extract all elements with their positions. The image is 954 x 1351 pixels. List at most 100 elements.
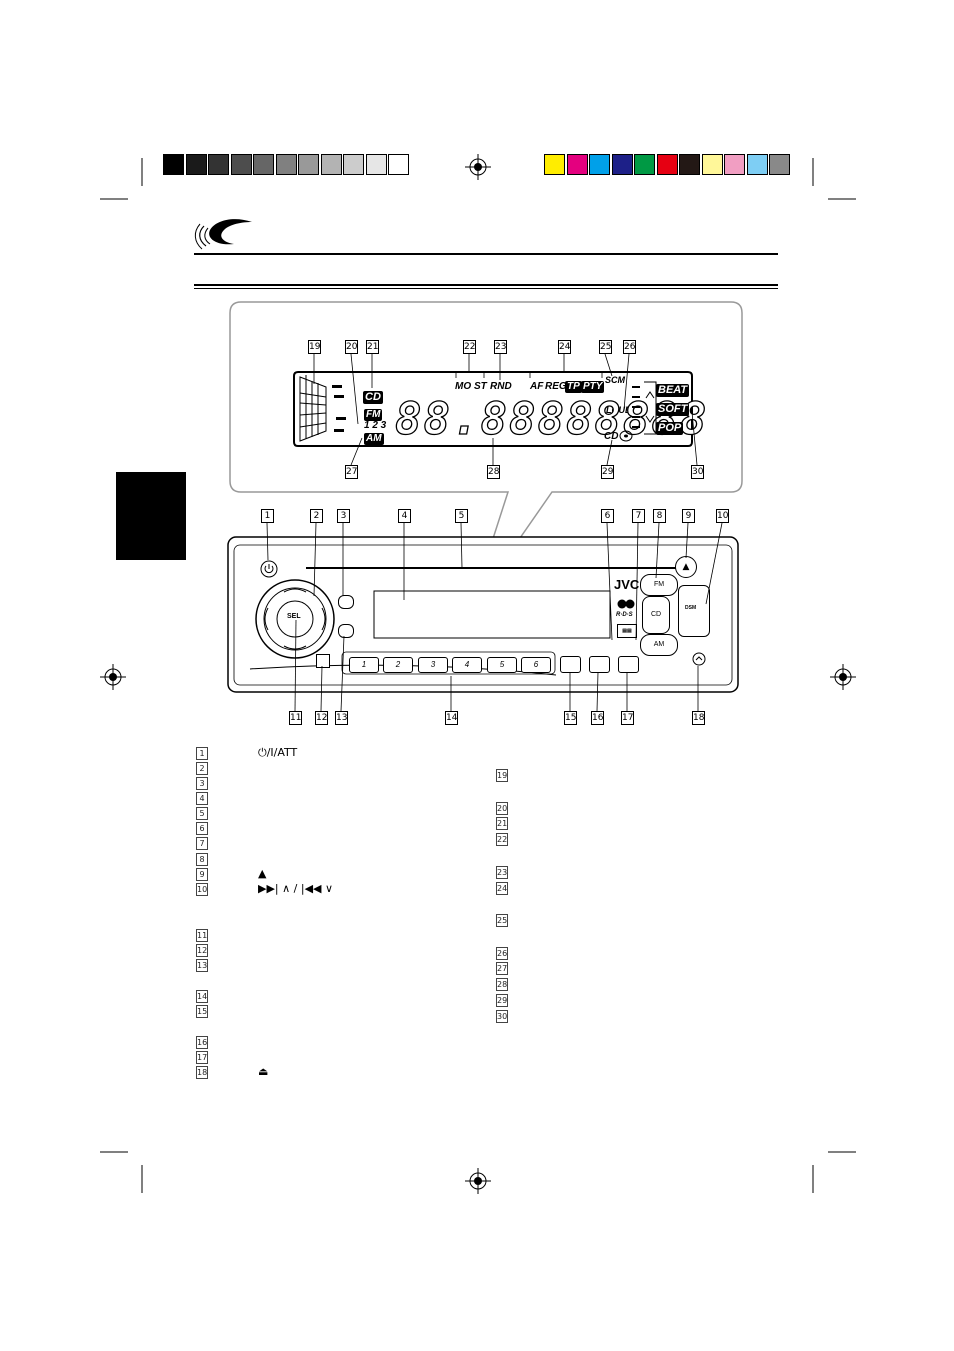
power-button[interactable] bbox=[259, 559, 279, 579]
legend-number: 3 bbox=[196, 777, 208, 790]
legend-symbol: ⏻/I/ATT bbox=[258, 746, 298, 759]
sel-label: SEL bbox=[287, 613, 301, 620]
registration-mark-icon bbox=[465, 1168, 491, 1194]
button-16[interactable] bbox=[589, 656, 610, 673]
header-double-rule-thin bbox=[194, 288, 778, 289]
legend-number: 19 bbox=[496, 769, 508, 782]
loudness-indicator: LOUD bbox=[606, 405, 632, 415]
preset-button-2[interactable]: 2 bbox=[383, 657, 413, 673]
color-swatch bbox=[724, 154, 745, 175]
registration-mark-icon bbox=[100, 664, 126, 690]
registration-mark-icon bbox=[830, 664, 856, 690]
legend-symbol: ⏏ bbox=[258, 1065, 269, 1078]
cd-button[interactable]: CD bbox=[642, 596, 670, 634]
color-swatch bbox=[544, 154, 565, 175]
callout-12: 12 bbox=[315, 711, 328, 725]
color-swatch bbox=[230, 154, 252, 175]
legend-number: 10 bbox=[196, 883, 208, 896]
cd-button-label: CD bbox=[650, 611, 662, 618]
color-swatch bbox=[365, 154, 387, 175]
preset-button-1[interactable]: 1 bbox=[349, 657, 379, 673]
callout-28: 28 bbox=[487, 465, 500, 479]
display-leader-lines bbox=[313, 353, 698, 466]
mode-button[interactable] bbox=[338, 624, 354, 638]
legend-number: 9 bbox=[196, 868, 208, 881]
preset-button-3[interactable]: 3 bbox=[418, 657, 448, 673]
preset-button-4[interactable]: 4 bbox=[452, 657, 482, 673]
control-dial[interactable] bbox=[254, 578, 336, 660]
color-swatch bbox=[185, 154, 207, 175]
callout-23: 23 bbox=[494, 340, 507, 354]
reg-indicator: REG bbox=[545, 381, 567, 392]
legend-number: 5 bbox=[196, 807, 208, 820]
track-seek-buttons[interactable] bbox=[678, 585, 710, 637]
registration-mark-icon bbox=[465, 154, 491, 180]
legend-symbol: ▶▶| ∧ / |◀◀ ∨ bbox=[258, 882, 334, 895]
legend-number: 24 bbox=[496, 882, 508, 895]
fm-button-label: FM bbox=[653, 581, 665, 588]
callout-22: 22 bbox=[463, 340, 476, 354]
callout-24: 24 bbox=[558, 340, 571, 354]
fm-indicator: FM bbox=[364, 409, 383, 421]
am-button-label: AM bbox=[653, 641, 665, 648]
callout-2: 2 bbox=[310, 509, 323, 523]
color-swatch bbox=[634, 154, 655, 175]
callout-5: 5 bbox=[455, 509, 468, 523]
color-swatch bbox=[656, 154, 678, 175]
callout-27: 27 bbox=[345, 465, 358, 479]
dis-button[interactable] bbox=[338, 595, 354, 609]
legend-number: 8 bbox=[196, 853, 208, 866]
preset-button-6[interactable]: 6 bbox=[521, 657, 551, 673]
callout-29: 29 bbox=[601, 465, 614, 479]
callout-7: 7 bbox=[632, 509, 645, 523]
color-swatch bbox=[275, 154, 297, 175]
callout-11: 11 bbox=[289, 711, 302, 725]
beat-mode-indicator: BEAT bbox=[656, 384, 690, 397]
pty-indicator: PTY bbox=[581, 381, 605, 393]
jvc-swoosh-logo-icon bbox=[194, 219, 252, 250]
color-swatch bbox=[343, 154, 364, 175]
legend-number: 4 bbox=[196, 792, 208, 805]
rds-label: R·D·S bbox=[616, 612, 633, 618]
cd-in-indicator: CD bbox=[604, 431, 619, 442]
callout-20: 20 bbox=[345, 340, 358, 354]
legend-number: 14 bbox=[196, 990, 208, 1003]
mono-indicator: MO bbox=[455, 381, 472, 392]
legend-number: 25 bbox=[496, 914, 508, 927]
legend-number: 11 bbox=[196, 929, 208, 942]
legend-number: 23 bbox=[496, 866, 508, 879]
color-swatch bbox=[320, 154, 342, 175]
soft-mode-indicator: SOFT bbox=[656, 403, 690, 416]
am-button[interactable]: AM bbox=[640, 634, 678, 656]
eject-icon: ▲ bbox=[682, 562, 690, 572]
legend-number: 18 bbox=[196, 1066, 208, 1079]
callout-13: 13 bbox=[335, 711, 348, 725]
color-swatch bbox=[208, 154, 229, 175]
button-15[interactable] bbox=[560, 656, 581, 673]
release-button[interactable] bbox=[692, 652, 706, 666]
callout-3: 3 bbox=[337, 509, 350, 523]
legend-number: 7 bbox=[196, 837, 208, 850]
button-17[interactable] bbox=[618, 656, 639, 673]
pop-mode-indicator: POP bbox=[656, 422, 684, 435]
color-swatch bbox=[589, 154, 610, 175]
color-swatch bbox=[611, 154, 633, 175]
fm-button[interactable]: FM bbox=[640, 574, 678, 596]
callout-1: 1 bbox=[261, 509, 274, 523]
callout-14: 14 bbox=[445, 711, 458, 725]
color-swatch bbox=[769, 154, 790, 175]
callout-6: 6 bbox=[601, 509, 614, 523]
legend-number: 29 bbox=[496, 994, 508, 1007]
preset-button-5[interactable]: 5 bbox=[487, 657, 517, 673]
legend-number: 15 bbox=[196, 1005, 208, 1018]
callout-25: 25 bbox=[599, 340, 612, 354]
callout-8: 8 bbox=[653, 509, 666, 523]
detach-button[interactable] bbox=[316, 654, 330, 668]
front-panel-outline bbox=[227, 536, 739, 693]
legend-number: 2 bbox=[196, 762, 208, 775]
legend-number: 22 bbox=[496, 833, 508, 846]
af-indicator: AF bbox=[530, 381, 544, 392]
legend-number: 28 bbox=[496, 978, 508, 991]
stereo-indicator: ST bbox=[474, 381, 487, 392]
dsm-label: DSM bbox=[685, 605, 697, 611]
